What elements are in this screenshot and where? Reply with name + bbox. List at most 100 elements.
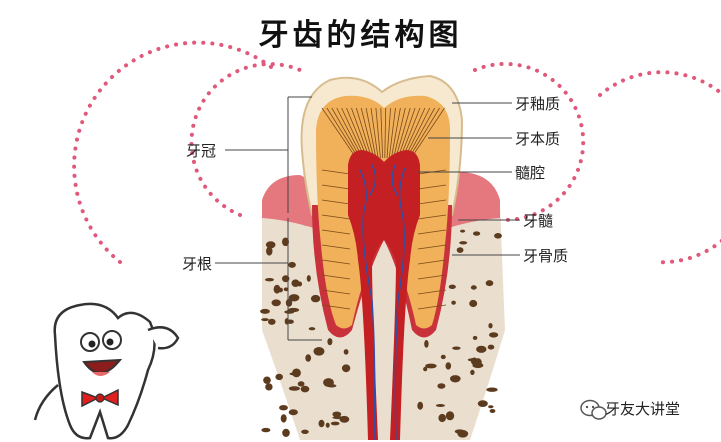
dentin-tubule (417, 289, 447, 295)
bone-spot (323, 378, 334, 387)
dentin-tubule (351, 107, 370, 159)
bone-spot (261, 318, 269, 322)
pulp-chamber (348, 150, 420, 440)
dentin-tubule (417, 244, 447, 250)
bone-spot (417, 401, 424, 410)
dentin-tubule (380, 107, 383, 159)
bone-spot (477, 400, 488, 407)
bone-spot (440, 354, 446, 360)
bone-spot (305, 354, 312, 362)
bone-spot (265, 241, 276, 249)
bone-spot (486, 387, 498, 392)
dentin-tubules (321, 107, 447, 310)
bone-spot (288, 294, 300, 302)
bone-spot (485, 280, 494, 287)
dentin-tubule (395, 107, 411, 159)
dentin-tubule (341, 107, 366, 159)
bone-spot (284, 310, 295, 314)
bone-spot (454, 429, 465, 434)
label-pulp: 牙髓 (523, 212, 554, 230)
dentin-tubule (321, 214, 351, 220)
bone-spot (470, 369, 475, 375)
pulp-vessels (359, 164, 406, 441)
dentin-tubule (321, 229, 351, 235)
bone-spot (280, 414, 287, 423)
bone-spot (300, 385, 310, 393)
bone-spot (469, 299, 478, 308)
dentin-tubule (397, 107, 416, 159)
bone-spot (332, 416, 345, 420)
bone-spot (423, 366, 428, 372)
bone-spot (308, 327, 316, 331)
dentin-tubule (321, 274, 351, 280)
dentin-tubule (393, 107, 406, 159)
bone-spot (330, 421, 340, 426)
bone-spot (275, 373, 284, 381)
dentin-tubule (331, 107, 361, 159)
bone-spot (282, 237, 289, 247)
label-crown: 牙冠 (186, 142, 217, 160)
dentin-tubule (375, 107, 381, 159)
bone-spot (306, 275, 311, 282)
diagram-title: 牙齿的结构图 (258, 18, 463, 53)
bone-spot (263, 376, 271, 384)
dentin-tubule (399, 107, 421, 159)
dentin-tubule (321, 184, 351, 190)
leader-lines (215, 96, 520, 341)
dentin-tubule (408, 107, 440, 159)
label-root: 牙根 (182, 255, 213, 273)
bone-spot (424, 340, 429, 348)
bone-spot (470, 285, 477, 290)
dentin-tubule (417, 304, 447, 310)
bone-spot (327, 338, 333, 346)
dentin-tubule (406, 107, 436, 159)
dentin-tubule (321, 259, 351, 265)
dentin-tubule (326, 107, 359, 159)
label-pulp-cavity: 髓腔 (515, 164, 546, 182)
bone-spot (332, 411, 342, 417)
dentin-tubule (321, 199, 351, 205)
dotted-arc-right-inner (473, 61, 586, 222)
bone-spot (451, 300, 456, 305)
bone-spot (266, 246, 273, 256)
bone-spot (288, 386, 300, 391)
bone-spot (313, 347, 325, 356)
dotted-arc-left-inner (189, 62, 302, 217)
wechat-icon (580, 399, 607, 420)
bone-spot (489, 409, 496, 413)
dentin-tubule (417, 259, 447, 265)
bone-spot (445, 362, 452, 370)
bone-spot (265, 383, 273, 391)
dotted-arc-right (598, 70, 721, 265)
dentin-tubule (417, 274, 447, 280)
bone-spot (265, 278, 274, 282)
dentin-tubule (321, 304, 351, 310)
bone-spot (494, 233, 502, 239)
dentin-tubule (417, 229, 447, 235)
bone-spot (280, 406, 286, 410)
bone-spot (437, 383, 446, 389)
dotted-arc-left (72, 40, 277, 264)
bone-spot (489, 332, 499, 338)
dentin-tubule (346, 107, 368, 159)
bone-spot (288, 261, 296, 268)
bone-spot (283, 287, 289, 292)
bone-spot (452, 346, 461, 350)
bone-spot (310, 294, 321, 303)
label-enamel: 牙釉质 (515, 95, 561, 113)
bone-spot (325, 422, 330, 428)
dentin-tubule (404, 107, 431, 159)
bone-spot (438, 413, 447, 423)
bone-spot (460, 229, 466, 233)
bone-spot (260, 308, 270, 314)
bone-spot (448, 284, 456, 289)
dentin-tubule (386, 107, 391, 159)
bone-spot (459, 241, 468, 245)
dentin-tubule (355, 107, 372, 159)
bone-spot (456, 247, 464, 253)
label-dentin: 牙本质 (515, 130, 561, 148)
dentin-tubule (391, 107, 401, 159)
bone-spot (488, 405, 494, 409)
bone-spot (318, 419, 325, 428)
